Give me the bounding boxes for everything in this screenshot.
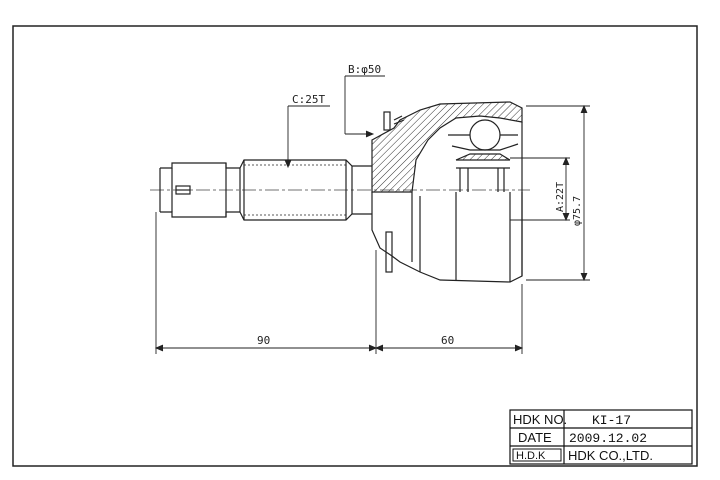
title-block	[509, 409, 693, 465]
hdk-no-value: KI-17	[592, 413, 631, 428]
date-value: 2009.12.02	[569, 431, 647, 446]
drawing-frame	[12, 25, 698, 467]
dimension-horizontal	[154, 212, 524, 354]
label-c-spline: C:25T	[292, 93, 325, 106]
label-a-spline: A:22T	[555, 182, 566, 212]
dimension-vertical	[510, 104, 590, 282]
label-length-body: 60	[441, 334, 454, 347]
date-label: DATE	[518, 430, 552, 445]
stub-shaft	[159, 159, 372, 221]
boot-band	[383, 111, 405, 273]
company-logo: H.D.K	[516, 450, 546, 462]
label-d-dia: φ75.7	[572, 196, 583, 226]
outer-race-body	[371, 101, 523, 283]
leader-c-spline	[284, 105, 330, 169]
hdk-no-label: HDK NO.	[513, 412, 567, 427]
label-length-shaft: 90	[257, 334, 270, 347]
leader-b-dia	[344, 75, 385, 138]
company-name: HDK CO.,LTD.	[568, 448, 653, 463]
label-b-dia: B:φ50	[348, 63, 381, 76]
